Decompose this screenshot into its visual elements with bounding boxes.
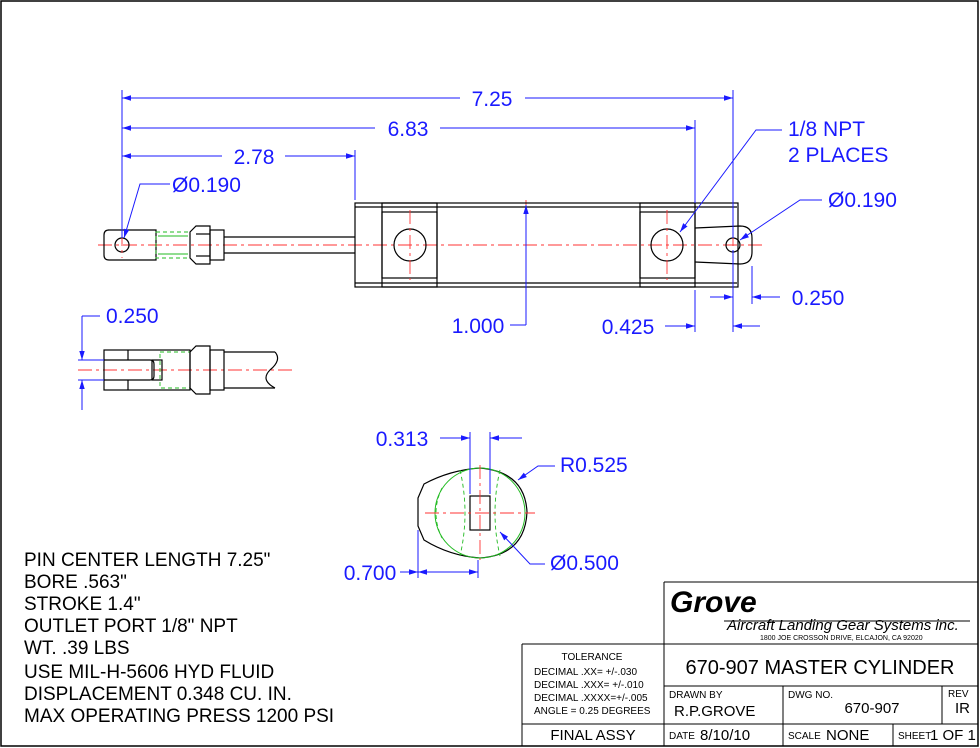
dim-end-pin-dia: Ø0.190: [828, 189, 897, 212]
company-logo: Grove: [670, 586, 757, 619]
dim-overall-length: 7.25: [472, 88, 513, 111]
drawn-by-value: R.P.GROVE: [674, 703, 755, 720]
sheet-label: SHEET: [898, 731, 931, 742]
callout-port-line1: 1/8 NPT: [788, 118, 865, 141]
note-line: STROKE 1.4": [24, 594, 141, 615]
dim-rod-pin-dia: Ø0.190: [172, 174, 241, 197]
dim-body-length: 6.83: [388, 118, 429, 141]
cylinder-side-view: [98, 200, 765, 292]
note-line: BORE .563": [24, 572, 127, 593]
rev-label: REV: [948, 689, 969, 700]
tolerance-line: DECIMAL .XXXX=+/-.005: [534, 693, 648, 704]
note-line: OUTLET PORT 1/8" NPT: [24, 616, 238, 637]
tolerance-line: DECIMAL .XX= +/-.030: [534, 667, 637, 678]
sheet-value: 1 OF 1: [930, 727, 976, 744]
lug-end-view: 0.313 R0.525 0.700 Ø0.500: [344, 428, 628, 585]
note-line: DISPLACEMENT 0.348 CU. IN.: [24, 684, 292, 705]
dim-lug-radius: R0.525: [560, 454, 628, 477]
tolerance-line: DECIMAL .XXX= +/-.010: [534, 680, 644, 691]
date-label: DATE: [669, 731, 695, 742]
tolerance-header: TOLERANCE: [562, 652, 623, 663]
dim-end-offset: 0.250: [792, 287, 845, 310]
dim-lug-slot: 0.313: [376, 428, 429, 451]
callout-port-line2: 2 PLACES: [788, 144, 888, 167]
note-line: USE MIL-H-5606 HYD FLUID: [24, 662, 274, 683]
tolerance-line: ANGLE = 0.25 DEGREES: [534, 706, 651, 717]
rev-value: IR: [955, 700, 970, 717]
dwg-no-value: 670-907: [844, 700, 899, 717]
clevis-top-view: 0.250: [78, 305, 296, 410]
company-address: 1800 JOE CROSSON DRIVE, ELCAJON, CA 9202…: [760, 635, 923, 642]
title-block: Grove Aircraft Landing Gear Systems inc.…: [521, 581, 978, 746]
scale-value: NONE: [826, 727, 869, 744]
scale-label: SCALE: [788, 731, 821, 742]
note-line: WT. .39 LBS: [24, 638, 130, 659]
general-notes: PIN CENTER LENGTH 7.25" BORE .563" STROK…: [24, 550, 334, 727]
date-value: 8/10/10: [700, 727, 750, 744]
dim-lug-dia: Ø0.500: [550, 552, 619, 575]
dim-lug-width: 0.700: [344, 562, 397, 585]
dwg-no-label: DWG NO.: [788, 690, 833, 701]
drawing-title: 670-907 MASTER CYLINDER: [686, 657, 955, 679]
dim-rod-to-body: 2.78: [234, 146, 275, 169]
dim-port-offset: 0.425: [602, 316, 655, 339]
dim-body-height: 1.000: [452, 315, 505, 338]
company-name: Aircraft Landing Gear Systems inc.: [726, 617, 959, 634]
drawn-by-label: DRAWN BY: [669, 690, 723, 701]
note-line: MAX OPERATING PRESS 1200 PSI: [24, 706, 334, 727]
final-assy: FINAL ASSY: [550, 727, 635, 744]
dim-clevis-slot: 0.250: [106, 305, 159, 328]
main-dimensions: 7.25 6.83 2.78 Ø0.190 1/8 NPT 2 PLACES Ø…: [121, 88, 897, 339]
note-line: PIN CENTER LENGTH 7.25": [24, 550, 270, 571]
